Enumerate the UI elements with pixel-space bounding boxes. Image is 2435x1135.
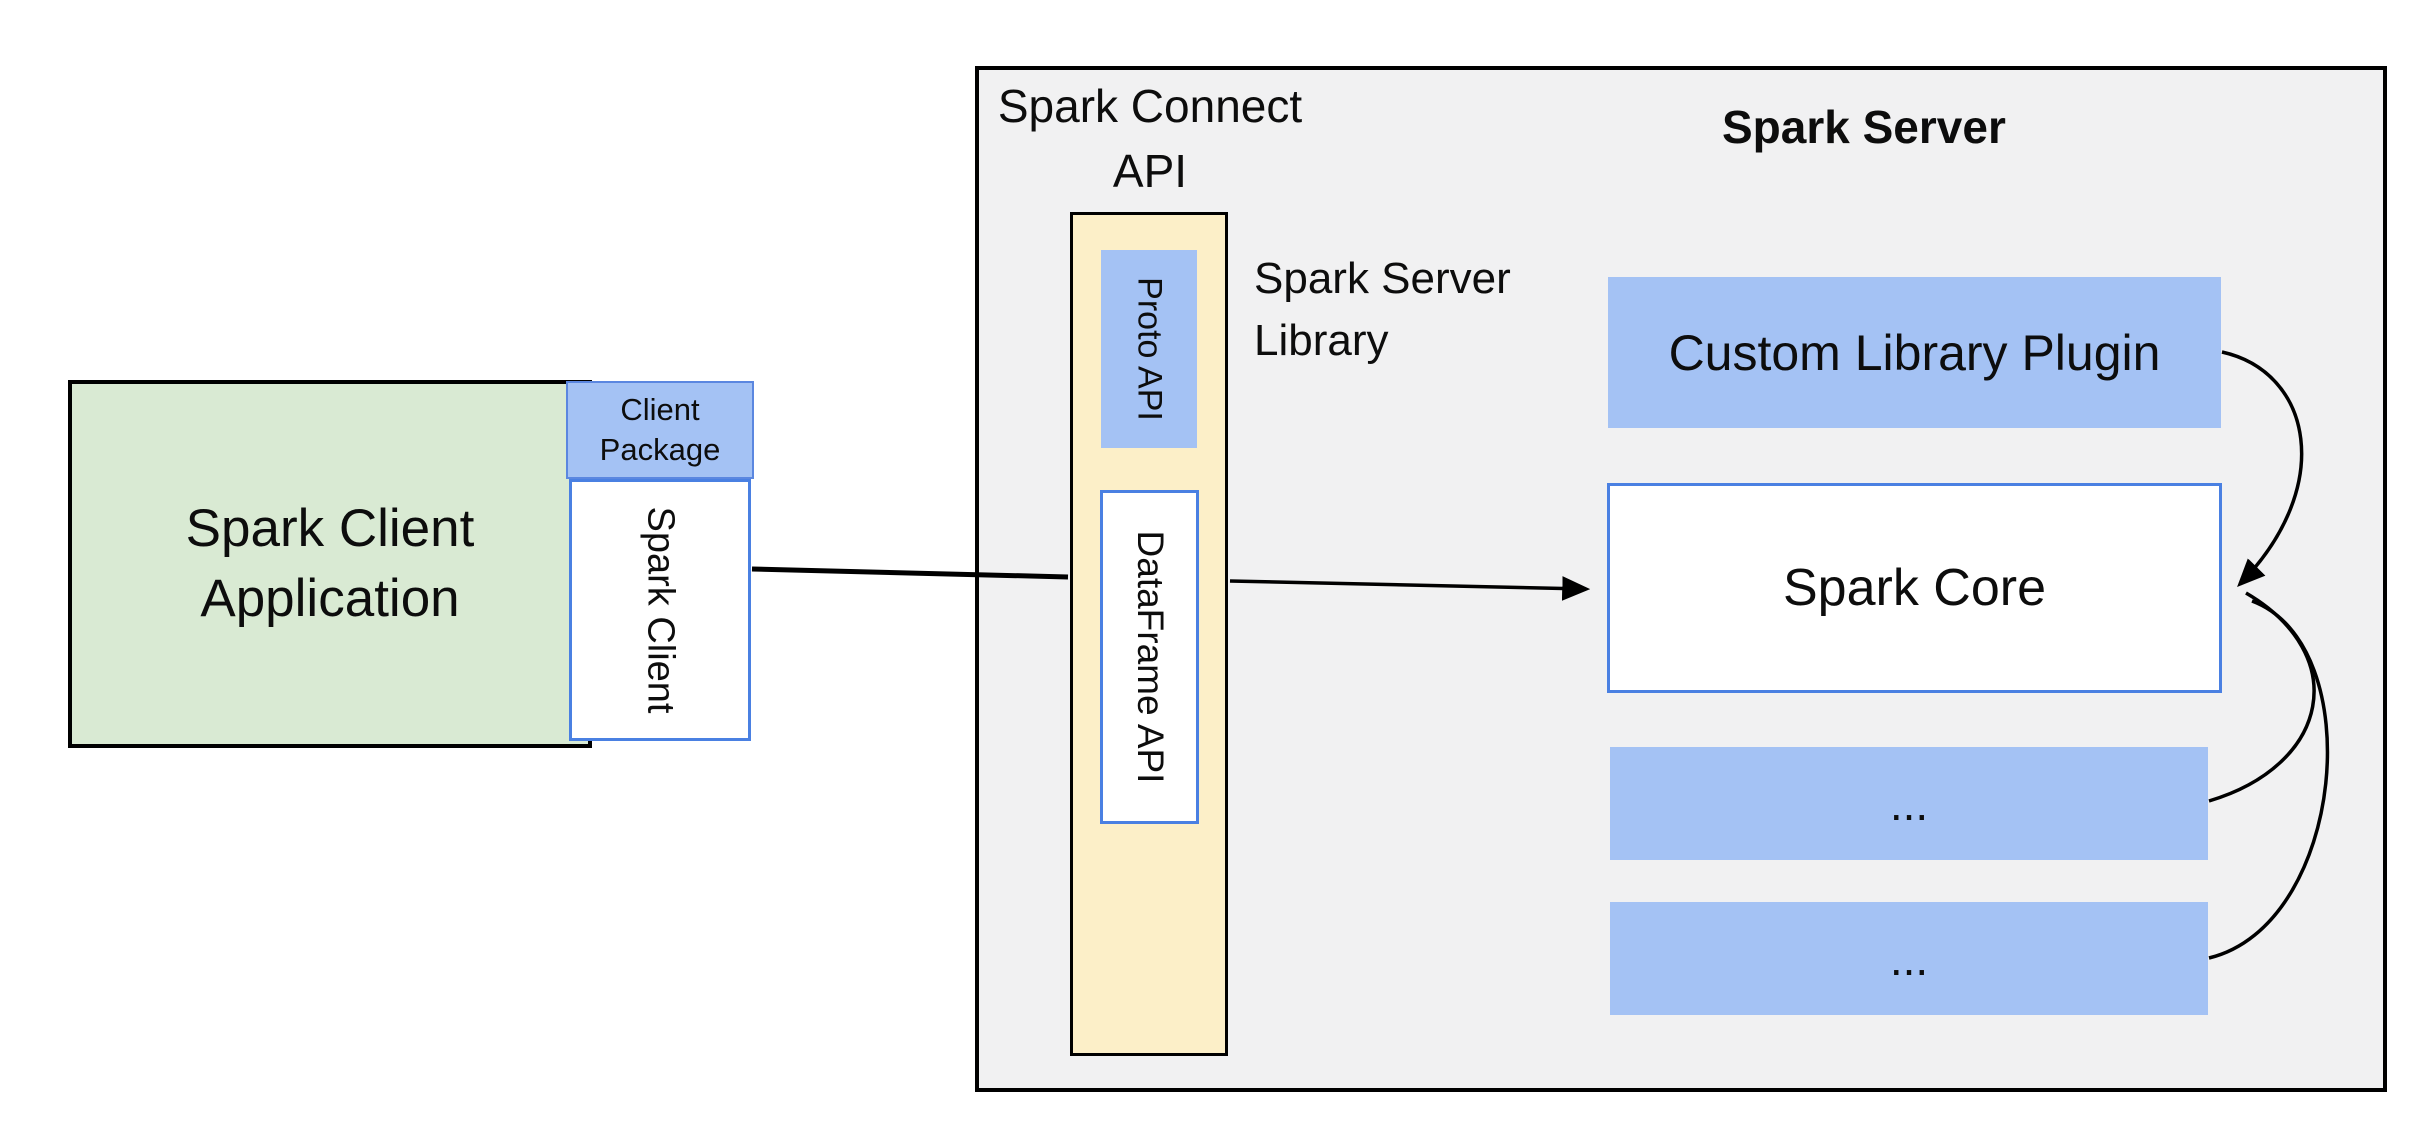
spark-core-label: Spark Core — [1783, 559, 2046, 617]
spark-server-library-label: Spark Server Library — [1254, 254, 1511, 365]
spark-client-box: Spark Client — [569, 479, 751, 741]
dataframe-api-box: DataFrame API — [1100, 490, 1199, 824]
spark-server-title: Spark Server — [1722, 101, 2006, 153]
client-package-label: Client Package — [599, 391, 721, 467]
more-plugins-box-1: ... — [1610, 747, 2208, 860]
spark-connect-api-label: Spark Connect API — [997, 80, 1303, 198]
spark-core-box: Spark Core — [1607, 483, 2222, 693]
custom-library-plugin-box: Custom Library Plugin — [1608, 277, 2221, 428]
proto-api-box: Proto API — [1101, 250, 1197, 448]
proto-api-label: Proto API — [1130, 277, 1169, 421]
custom-library-plugin-label: Custom Library Plugin — [1668, 324, 2161, 381]
more-plugins-box-2: ... — [1610, 902, 2208, 1015]
more-plugins-label-2: ... — [1889, 932, 1929, 985]
dataframe-api-label: DataFrame API — [1129, 530, 1171, 784]
client-package-box: Client Package — [566, 381, 754, 479]
spark-client-application-box: Spark Client Application — [68, 380, 592, 748]
more-plugins-label-1: ... — [1889, 777, 1929, 830]
spark-client-application-label: Spark Client Application — [185, 499, 475, 628]
spark-client-label: Spark Client — [639, 506, 682, 714]
